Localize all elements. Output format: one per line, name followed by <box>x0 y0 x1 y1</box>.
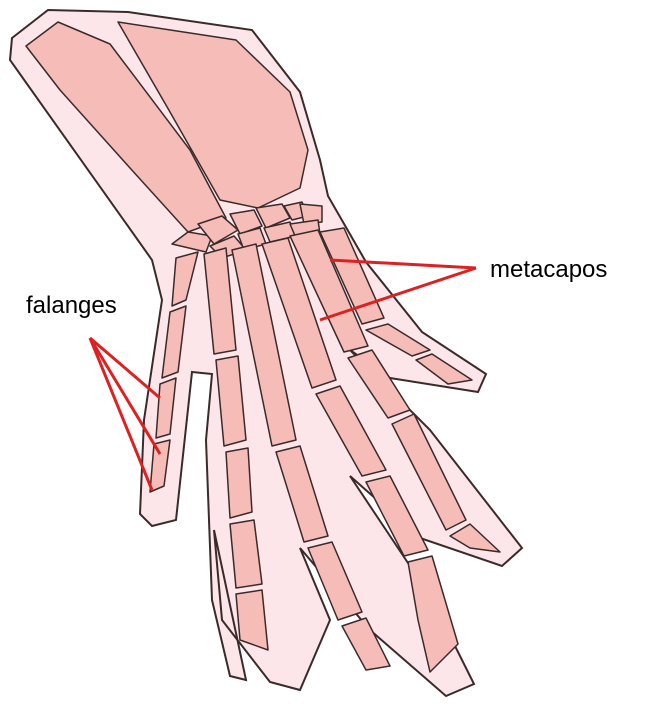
metacarpals-label: metacapos <box>490 256 607 284</box>
phalanges-label: falanges <box>26 292 117 320</box>
